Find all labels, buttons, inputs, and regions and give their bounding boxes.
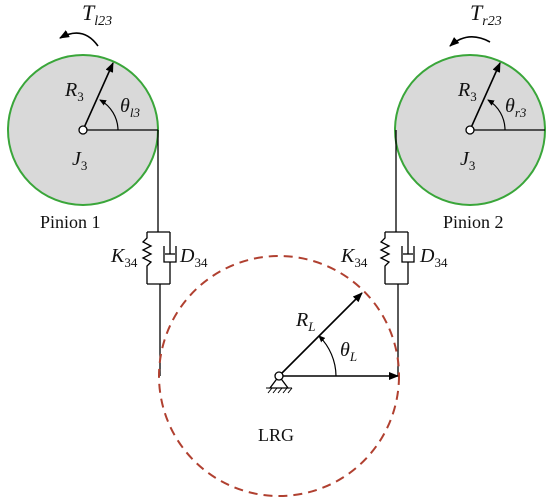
lrg-angle-sub: L: [349, 349, 357, 364]
radius-right-arrow: [469, 62, 501, 131]
pinion-left-name: Pinion 1: [40, 212, 101, 232]
radius-left-sub: 3: [77, 89, 84, 104]
torque-right-label: Tr23: [470, 0, 502, 29]
radius-left-arrow: [82, 62, 114, 131]
pinion-left-center: [78, 125, 88, 135]
angle-right-sub: r3: [515, 105, 527, 120]
lrg-radius-label: RL: [295, 309, 315, 334]
damper-right-label: D34: [419, 245, 448, 270]
inertia-right-sub: 3: [469, 158, 476, 173]
pinion-right: Tr23 R3 θr3 J3 Pinion 2: [394, 0, 546, 232]
angle-left-arc: [99, 99, 119, 131]
angle-right-main: θ: [505, 95, 515, 117]
spring-left-sub: 34: [124, 255, 138, 270]
radius-right-sub: 3: [470, 89, 477, 104]
angle-left-sub: l3: [130, 105, 141, 120]
torque-left-label: Tl23: [82, 0, 112, 29]
torque-right-sub: r23: [482, 14, 501, 29]
lrg-radius-sub: L: [307, 319, 315, 334]
inertia-right-label: J3: [460, 148, 475, 173]
torque-left-sub: l23: [94, 14, 112, 29]
radius-left-label: R3: [64, 79, 84, 104]
pinion-right-center: [465, 125, 475, 135]
torque-left-arrow: [59, 30, 99, 47]
lrg-angle-label: θL: [340, 339, 357, 364]
ground-hatch: [266, 387, 293, 394]
spring-right-main: K: [340, 245, 356, 267]
lrg-angle-main: θ: [340, 339, 350, 361]
lrg-angle-arc: [318, 335, 337, 377]
lrg: RL θL LRG: [158, 255, 400, 497]
inertia-left-sub: 3: [81, 158, 88, 173]
damper-right-main: D: [419, 245, 435, 267]
lrg-radius-main: R: [295, 309, 308, 331]
angle-left-label: θl3: [120, 95, 140, 120]
pinion-right-name: Pinion 2: [443, 212, 504, 232]
pinion-left: Tl23 R3 θl3 J3 Pinion 1: [7, 0, 159, 232]
spring-right-label: K34: [340, 245, 368, 270]
torque-left-main: T: [82, 0, 96, 25]
spring-left-label: K34: [110, 245, 138, 270]
torque-right-arrow: [449, 36, 491, 47]
lrg-radius-arrow: [278, 292, 363, 377]
radius-right-main: R: [457, 79, 470, 101]
inertia-left-label: J3: [72, 148, 87, 173]
spring-left: [141, 232, 153, 284]
inertia-right-main: J: [460, 148, 470, 170]
angle-right-label: θr3: [505, 95, 527, 120]
angle-left-main: θ: [120, 95, 130, 117]
torque-right-main: T: [470, 0, 484, 25]
radius-right-label: R3: [457, 79, 477, 104]
damper-right-sub: 34: [434, 255, 448, 270]
spring-right: [379, 232, 391, 284]
lrg-name: LRG: [258, 425, 294, 445]
inertia-left-main: J: [72, 148, 82, 170]
damper-left-label: D34: [179, 245, 208, 270]
damper-left-sub: 34: [194, 255, 208, 270]
lrg-center: [274, 371, 284, 381]
lrg-pitch-circle: [158, 255, 400, 497]
angle-right-arc: [487, 99, 506, 131]
damper-left-main: D: [179, 245, 195, 267]
spring-right-sub: 34: [354, 255, 368, 270]
spring-left-main: K: [110, 245, 126, 267]
radius-left-main: R: [64, 79, 77, 101]
